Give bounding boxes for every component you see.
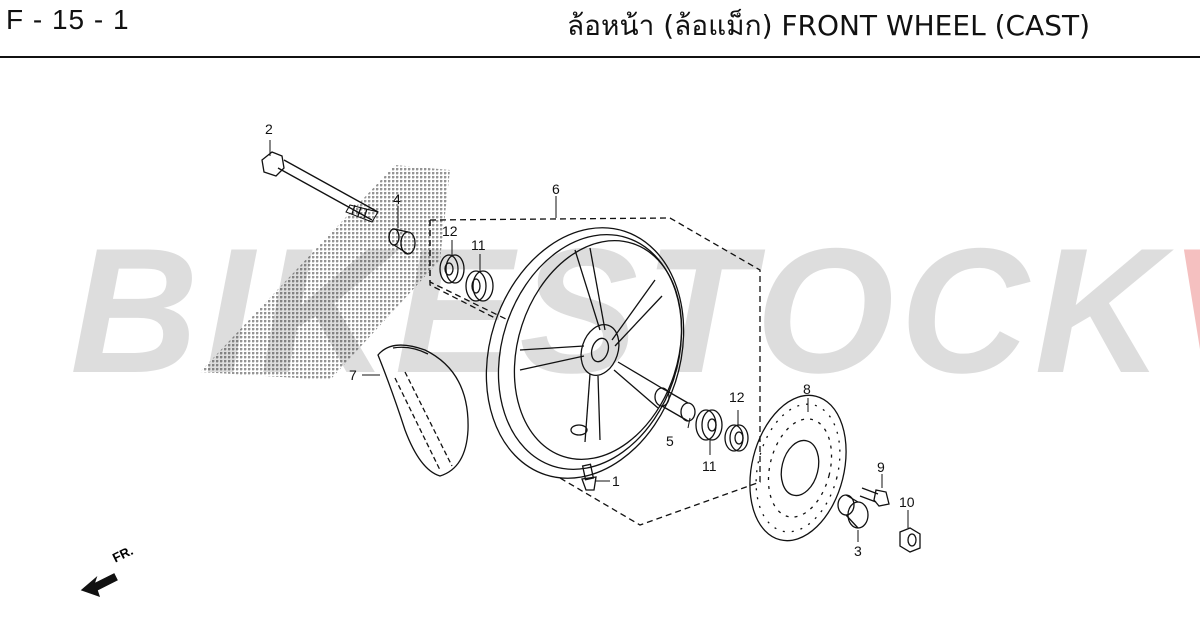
callout-7: 7 — [349, 367, 357, 383]
diagram-code: F - 15 - 1 — [6, 4, 130, 35]
callout-9: 9 — [877, 459, 885, 475]
assembly-outline-dashed — [429, 217, 761, 526]
tire-part — [377, 344, 469, 477]
watermark-part2: VN — [1169, 211, 1200, 410]
collar-3-part — [837, 494, 869, 529]
direction-arrow-icon — [80, 573, 118, 598]
leader-lines — [269, 140, 909, 542]
header-divider — [0, 56, 1200, 58]
callout-3: 3 — [854, 543, 862, 559]
callout-12-left: 12 — [442, 223, 458, 239]
brake-disc-part — [749, 394, 847, 542]
callouts: 2 4 6 12 11 7 1 5 11 12 8 9 10 3 — [265, 121, 915, 559]
valve-part — [581, 463, 597, 491]
callout-1: 1 — [612, 473, 620, 489]
bearing-11-left — [465, 270, 494, 302]
diagram-title: ล้อหน้า (ล้อแม็ก) FRONT WHEEL (CAST) — [567, 9, 1090, 42]
nut-10-part — [899, 527, 921, 553]
bearing-12-left — [439, 254, 465, 284]
bearing-12-right — [724, 424, 749, 452]
callout-10: 10 — [899, 494, 915, 510]
callout-6: 6 — [552, 181, 560, 197]
cast-wheel-part — [485, 227, 685, 479]
spacer-part — [654, 387, 696, 422]
bearing-11-right — [695, 409, 723, 441]
callout-11-left: 11 — [471, 237, 486, 253]
shading-dots — [200, 165, 450, 380]
callout-11-right: 11 — [702, 458, 717, 474]
callout-8: 8 — [803, 381, 811, 397]
callout-2: 2 — [265, 121, 273, 137]
callout-12-right: 12 — [729, 389, 745, 405]
bolt-9-part — [859, 487, 890, 507]
callout-5: 5 — [666, 433, 674, 449]
callout-4: 4 — [393, 191, 401, 207]
collar-part — [388, 228, 416, 255]
axle-part — [261, 151, 379, 223]
